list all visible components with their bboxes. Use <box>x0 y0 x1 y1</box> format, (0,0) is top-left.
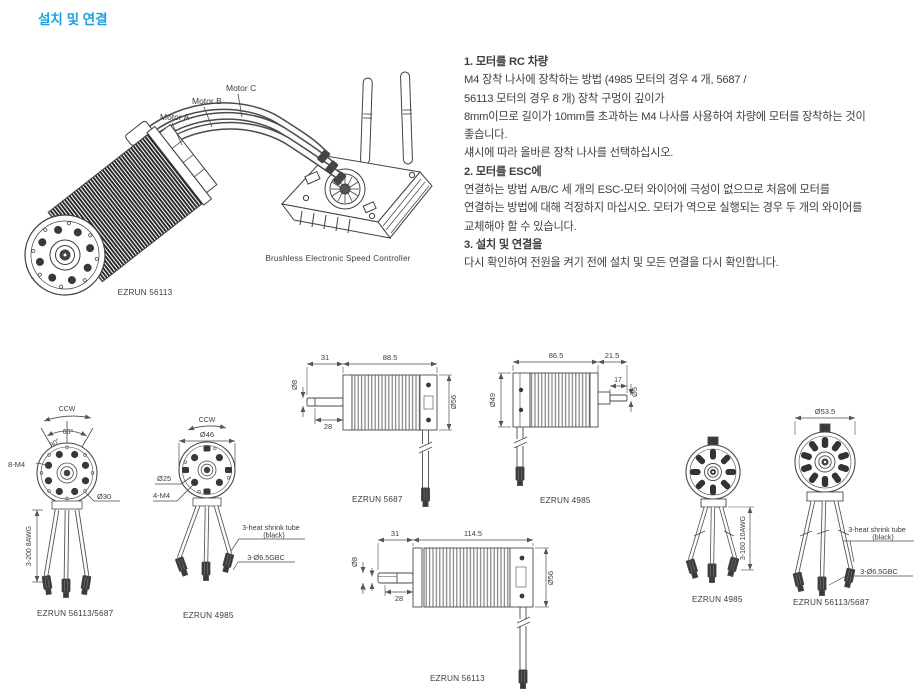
d7-caption: EZRUN 56113/5687 <box>793 598 870 607</box>
d5-shaft-step-label: 28 <box>395 594 403 603</box>
instruction-line: 연결하는 방법 A/B/C 세 개의 ESC-모터 와이어에 극성이 없으므로 … <box>464 184 830 197</box>
rear-view-56113-5687 <box>792 415 914 596</box>
d4-shaft-step-label: 17 <box>614 377 622 384</box>
d2-ccw-label: CCW <box>199 417 216 424</box>
d1-screws-label: 8-M4 <box>8 460 25 469</box>
dimension-diagrams: CCW 60° 30° 8-M4 Ø30 3-200 8AWG EZRUN 56… <box>8 351 914 689</box>
d4-body-len-label: 86.5 <box>549 351 564 360</box>
d1-shaft-dia-label: Ø30 <box>97 492 111 501</box>
motor-a-label: Motor A <box>160 112 190 122</box>
instruction-line: 교체해야 할 수 있습니다. <box>464 220 577 233</box>
motor-c-label: Motor C <box>226 83 256 93</box>
d5-shaft-dia-label: Ø8 <box>350 557 359 567</box>
motor-caption: EZRUN 56113 <box>118 288 173 297</box>
motor-wires <box>137 102 347 186</box>
d5-shaft-len-label: 31 <box>391 529 399 538</box>
instruction-line: 다시 확인하여 전원을 켜기 전에 설치 및 모든 연결을 다시 확인합니다. <box>464 257 779 270</box>
d3-shaft-step-label: 28 <box>324 422 332 431</box>
instruction-line: 연결하는 방법에 대해 걱정하지 마십시오. 모터가 역으로 실행되는 경우 두… <box>464 202 863 215</box>
motor-drawing <box>24 120 218 296</box>
wire-labels: Motor A Motor B Motor C <box>160 83 256 122</box>
motor-b-label: Motor B <box>192 96 222 106</box>
instruction-line: 좋습니다. <box>464 129 508 142</box>
rear-view-4985 <box>685 436 754 583</box>
d1-caption: EZRUN 56113/5687 <box>37 609 114 618</box>
d5-body-len-label: 114.5 <box>464 529 482 538</box>
side-view-5687 <box>300 361 452 507</box>
side-view-56113 <box>360 537 549 689</box>
d7-shrink-tube-note: 3-heat shrink tube <box>848 525 906 534</box>
esc-caption: Brushless Electronic Speed Controller <box>265 254 410 263</box>
d2-connector-note: 3-Ø6.5GBC <box>247 553 285 562</box>
instruction-line: 섀시에 따라 올바른 장착 나사를 선택하십시오. <box>464 147 674 160</box>
d3-shaft-len-label: 31 <box>321 353 329 362</box>
d2-boss-dia-label: Ø25 <box>157 474 171 483</box>
d5-body-dia-label: Ø56 <box>546 571 555 585</box>
d5-caption: EZRUN 56113 <box>430 674 485 683</box>
d7-shrink-tube-note2: (black) <box>872 533 894 542</box>
d2-shrink-tube-note2: (black) <box>263 531 285 540</box>
d3-shaft-dia-label: Ø8 <box>290 380 299 390</box>
d3-caption: EZRUN 5687 <box>352 495 403 504</box>
step-2-title: 2. 모터를 ESC에 <box>464 165 542 178</box>
d6-wire-spec-label: 3-160 10AWG <box>740 516 747 560</box>
d7-body-dia-label: Ø53.5 <box>815 407 835 416</box>
d5-shaft-flat-label: 7 <box>361 587 368 591</box>
instruction-line: M4 장착 나사에 장착하는 방법 (4985 모터의 경우 4 개, 5687… <box>464 74 747 87</box>
d1-wire-spec-label: 3-200 8AWG <box>26 526 33 566</box>
instruction-line: 8mm이므로 길이가 10mm를 초과하는 M4 나사를 사용하여 차량에 모터… <box>464 110 866 123</box>
d2-body-dia-label: Ø46 <box>200 430 214 439</box>
d4-caption: EZRUN 4985 <box>540 496 591 505</box>
step-3-title: 3. 설치 및 연결을 <box>464 238 543 251</box>
instruction-text: 1. 모터를 RC 차량 M4 장착 나사에 장착하는 방법 (4985 모터의… <box>464 53 916 273</box>
d3-body-dia-label: Ø56 <box>449 395 458 409</box>
d2-caption: EZRUN 4985 <box>183 611 234 620</box>
step-1-title: 1. 모터를 RC 차량 <box>464 56 548 68</box>
d1-angle-60-label: 60° <box>63 428 74 436</box>
front-view-4985 <box>153 424 305 581</box>
d4-shaft-dia-label: Ø5 <box>630 387 639 397</box>
d2-screws-label: 4-M4 <box>153 491 170 500</box>
d4-body-dia-label: Ø49 <box>488 393 497 407</box>
side-view-4985 <box>498 359 634 486</box>
instruction-line: 56113 모터의 경우 8 개) 장착 구멍이 깊이가 <box>464 92 665 105</box>
motor-esc-illustration: Motor A Motor B Motor C Brushless Electr… <box>24 71 433 297</box>
d2-shrink-tube-note: 3-heat shrink tube <box>242 523 300 532</box>
d1-ccw-label: CCW <box>59 406 76 413</box>
front-view-56113-5687 <box>32 414 120 598</box>
d7-connector-note: 3-Ø6.5GBC <box>860 567 898 576</box>
d4-shaft-len-label: 21.5 <box>605 351 620 360</box>
d3-body-len-label: 88.5 <box>383 353 398 362</box>
d6-caption: EZRUN 4985 <box>692 595 743 604</box>
page-title: 설치 및 연결 <box>38 12 108 27</box>
